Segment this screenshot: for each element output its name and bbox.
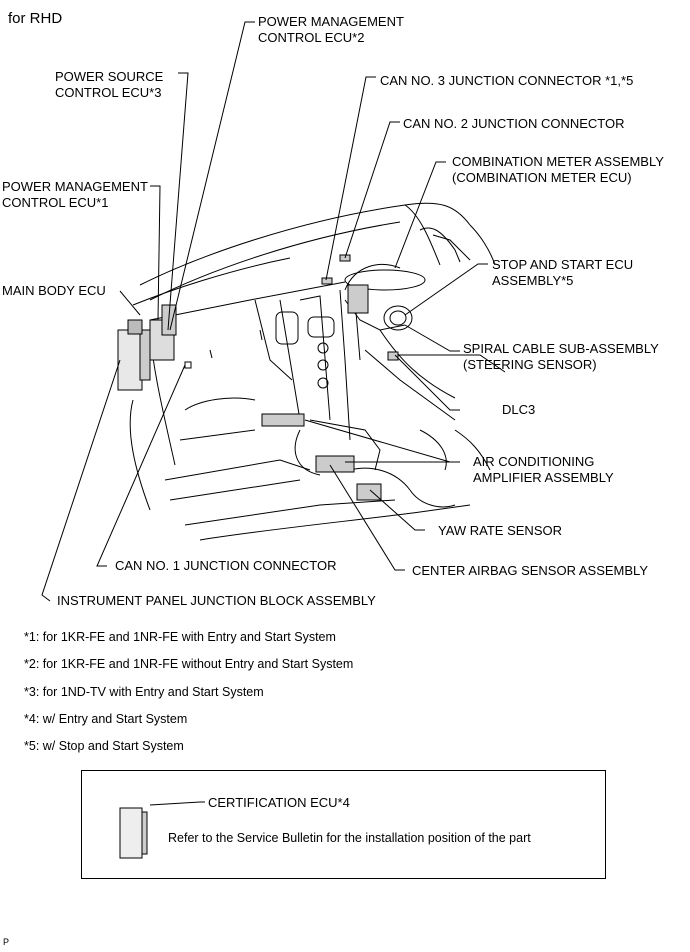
label-power-source-ecu3: POWER SOURCE CONTROL ECU*3 <box>55 69 163 101</box>
label-line: POWER MANAGEMENT <box>2 179 148 194</box>
label-line: POWER SOURCE <box>55 69 164 84</box>
footnote: *1: for 1KR-FE and 1NR-FE with Entry and… <box>24 630 336 644</box>
diagram-title: for RHD <box>8 10 63 27</box>
label-power-management-ecu2: POWER MANAGEMENT CONTROL ECU*2 <box>258 14 404 46</box>
certification-ecu-box <box>81 770 606 879</box>
label-line: CONTROL ECU*2 <box>258 30 365 45</box>
certification-ecu-icon <box>119 801 205 859</box>
label-combination-meter: COMBINATION METER ASSEMBLY (COMBINATION … <box>452 154 664 186</box>
certification-ecu-note: Refer to the Service Bulletin for the in… <box>168 831 531 845</box>
label-dlc3: DLC3 <box>502 402 536 417</box>
footer-mark: P <box>3 937 10 947</box>
footnote: *5: w/ Stop and Start System <box>24 739 184 753</box>
footnote: *4: w/ Entry and Start System <box>24 712 188 726</box>
label-can1: CAN NO. 1 JUNCTION CONNECTOR <box>115 558 337 573</box>
label-spiral-cable: SPIRAL CABLE SUB-ASSEMBLY (STEERING SENS… <box>463 341 659 373</box>
label-main-body-ecu: MAIN BODY ECU <box>2 283 106 298</box>
leader-lines <box>41 21 488 602</box>
label-line: SPIRAL CABLE SUB-ASSEMBLY <box>463 341 659 356</box>
interior-outline <box>129 202 506 541</box>
floor-parts <box>261 351 399 501</box>
label-instrument-panel-junction-block: INSTRUMENT PANEL JUNCTION BLOCK ASSEMBLY <box>57 593 376 608</box>
label-power-management-ecu1: POWER MANAGEMENT CONTROL ECU*1 <box>2 179 148 211</box>
label-line: (STEERING SENSOR) <box>463 357 597 372</box>
footnote: *3: for 1ND-TV with Entry and Start Syst… <box>24 685 264 699</box>
label-line: (COMBINATION METER ECU) <box>452 170 632 185</box>
label-line: CONTROL ECU*1 <box>2 195 109 210</box>
label-line: ASSEMBLY*5 <box>492 273 574 288</box>
center-vents <box>275 311 335 389</box>
label-can2: CAN NO. 2 JUNCTION CONNECTOR <box>403 116 625 131</box>
label-line: CONTROL ECU*3 <box>55 85 162 100</box>
steering-column <box>321 254 426 331</box>
label-line: COMBINATION METER ASSEMBLY <box>452 154 664 169</box>
label-line: AMPLIFIER ASSEMBLY <box>473 470 614 485</box>
label-line: POWER MANAGEMENT <box>258 14 404 29</box>
label-center-airbag-sensor: CENTER AIRBAG SENSOR ASSEMBLY <box>412 563 648 578</box>
left-ecu-cluster <box>117 304 177 391</box>
label-can3: CAN NO. 3 JUNCTION CONNECTOR *1,*5 <box>380 73 634 88</box>
label-stop-start-ecu: STOP AND START ECU ASSEMBLY*5 <box>492 257 633 289</box>
label-line: STOP AND START ECU <box>492 257 634 272</box>
label-certification-ecu: CERTIFICATION ECU*4 <box>208 795 350 810</box>
label-air-conditioning-amplifier: AIR CONDITIONING AMPLIFIER ASSEMBLY <box>473 454 614 486</box>
label-yaw-rate-sensor: YAW RATE SENSOR <box>438 523 562 538</box>
footnote: *2: for 1KR-FE and 1NR-FE without Entry … <box>24 657 354 671</box>
label-line: AIR CONDITIONING <box>473 454 595 469</box>
